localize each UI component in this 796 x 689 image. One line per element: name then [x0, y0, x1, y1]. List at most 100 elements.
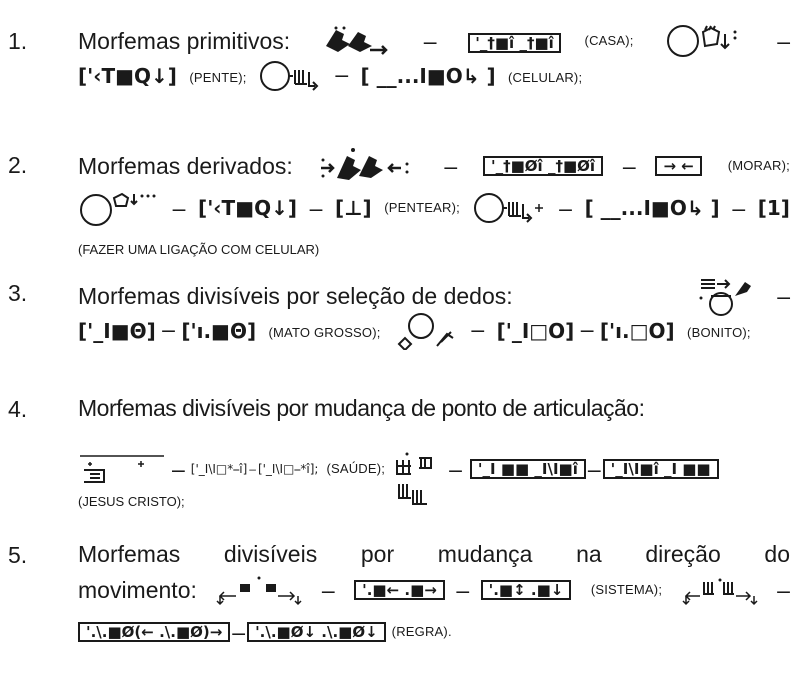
notation-top: '.\.■Ø↓	[255, 623, 317, 641]
gloss-pente: (PENTE);	[189, 70, 247, 85]
item-2-line-3: (FAZER UMA LIGAÇÃO COM CELULAR)	[78, 230, 790, 266]
signwriting-pente-icon	[667, 25, 737, 57]
signwriting-casa-icon	[325, 26, 388, 55]
item-1-line-1: Morfemas primitivos: – '_†■î _†■î (CASA)…	[78, 24, 790, 58]
notation-bottom: .\.■Ø↓	[321, 623, 378, 641]
item-number: 2.	[8, 152, 28, 178]
dash: –	[172, 456, 185, 482]
item-intro: Morfemas divisíveis por mudança de ponto…	[78, 395, 645, 421]
notation-bottom: .\.■Ø)→	[159, 623, 223, 641]
notation-bottom: .■↓	[530, 581, 564, 599]
item-4-line-3: (JESUS CRISTO);	[78, 482, 790, 518]
intro-word: por	[360, 541, 395, 567]
dash: –	[777, 283, 790, 309]
notation-pentear-a: ['‹T■Q↓]	[198, 196, 297, 220]
signwriting-celular-icon	[259, 60, 319, 91]
dash: –	[444, 153, 458, 179]
gloss-regra: (REGRA).	[391, 624, 452, 639]
item-4-line-1: Morfemas divisíveis por mudança de ponto…	[78, 392, 790, 424]
gloss-casa: (CASA);	[584, 33, 634, 48]
notation-regra-b: '.\.■Ø↓ .\.■Ø↓	[247, 622, 386, 642]
notation-bottom: _†■î	[519, 33, 554, 52]
notation-mato-a: ['_I■Θ]	[78, 319, 156, 343]
signwriting-regra-icon	[682, 578, 758, 606]
dash: –	[232, 619, 246, 645]
notation-top: '.■←	[362, 581, 400, 599]
item-1-line-2: ['‹T■Q↓] (PENTE); – [ __...I■O↳ ] (CELUL…	[78, 58, 790, 94]
notation-top: '_†■î	[475, 33, 515, 52]
notation-pente: ['‹T■Q↓]	[78, 63, 177, 88]
item-number: 3.	[8, 280, 28, 306]
notation-jesus-a: '_I ■■ _I\I■î	[469, 459, 586, 479]
gloss-pentear: (PENTEAR);	[384, 200, 460, 215]
dash: –	[162, 316, 175, 343]
item-number: 4.	[8, 396, 28, 422]
signwriting-jesus-icon	[396, 452, 433, 505]
notation-casa: '_†■î _†■î	[468, 25, 561, 57]
notation-top: '_I\I■î	[610, 460, 659, 478]
item-number: 5.	[8, 542, 28, 568]
notation-sistema-a: '.■← .■→	[354, 580, 445, 600]
dash: –	[732, 195, 746, 221]
notation-sistema-b: '.■↕ .■↓	[480, 580, 572, 600]
intro-word: divisíveis	[223, 541, 318, 567]
item-number: 1.	[8, 28, 28, 54]
dash: –	[580, 316, 594, 343]
dash: –	[777, 28, 790, 54]
notation-pentear-b: [⊥]	[335, 196, 372, 220]
item-4-line-2: – ['_I\I□*⎯î] – ['_I\I□⎯*î]; (SAÚDE); – …	[78, 430, 790, 508]
notation-bonito-a: ['_I□O]	[496, 319, 575, 343]
notation-top: '_†■Øî	[491, 157, 543, 175]
item-5-line-2: movimento: – '.■← .■→ – '.■↕ .■↓ (SISTEM…	[78, 574, 790, 606]
notation-ligacao-a: [ __...I■O↳ ]	[584, 196, 720, 220]
dash: –	[777, 577, 790, 603]
gloss-jesus: (JESUS CRISTO);	[78, 494, 185, 509]
dash: –	[335, 61, 349, 87]
notation-saude-a: ['_I\I□*⎯î]	[190, 462, 248, 476]
gloss-ligacao: (FAZER UMA LIGAÇÃO COM CELULAR)	[78, 242, 320, 257]
dash: –	[321, 577, 335, 603]
notation-morar-a: '_†■Øî _†■Øî	[483, 156, 604, 176]
intro-word: mudança	[437, 541, 533, 567]
intro-word: do	[764, 541, 790, 567]
item-5-line-1: Morfemas divisíveis por mudança na direç…	[78, 538, 790, 570]
notation-bottom: _†■Øî	[547, 157, 596, 175]
signwriting-ligacao-icon	[473, 193, 543, 223]
dash: –	[172, 195, 186, 221]
dash: –	[471, 316, 485, 343]
gloss-celular: (CELULAR);	[508, 70, 583, 85]
notation-top: '.\.■Ø(←	[86, 623, 154, 641]
item-intro: Morfemas derivados:	[78, 153, 293, 179]
dash: –	[559, 195, 572, 221]
signwriting-sistema-icon	[216, 576, 302, 606]
gloss-saude: (SAÚDE);	[326, 461, 386, 476]
signwriting-pentear-icon	[80, 192, 156, 226]
signwriting-saude-icon	[80, 455, 164, 483]
intro-word: direção	[645, 541, 721, 567]
dash: –	[309, 195, 323, 221]
signwriting-morar-icon	[320, 148, 409, 180]
intro-word: Morfemas	[78, 541, 181, 567]
notation-top: →	[663, 157, 677, 175]
notation-top: '.■↕	[488, 581, 526, 599]
item-2-line-2: – ['‹T■Q↓] – [⊥] (PENTEAR); – [ __...I■O…	[78, 190, 790, 226]
notation-mato-b: ['ı.■Θ]	[181, 319, 257, 343]
gloss-mato: (MATO GROSSO);	[268, 325, 381, 341]
dash: –	[622, 153, 636, 179]
signwriting-bonito-icon	[397, 313, 454, 350]
gloss-morar: (MORAR);	[727, 158, 790, 173]
notation-celular: [ __...I■O↳ ]	[360, 63, 496, 88]
notation-bottom: ←	[681, 157, 694, 175]
gloss-bonito: (BONITO);	[687, 325, 751, 341]
notation-jesus-b: '_I\I■î _I ■■	[602, 459, 719, 479]
notation-bonito-b: ['ı.□O]	[599, 319, 675, 343]
dash: –	[249, 462, 256, 476]
notation-top: '_I ■■	[477, 460, 530, 478]
dash: –	[423, 28, 437, 54]
notation-bottom: _I\I■î	[534, 460, 578, 478]
notation-bottom: .■→	[404, 581, 437, 599]
notation-morar-b: → ←	[655, 156, 702, 176]
notation-ligacao-b: [1]	[757, 196, 790, 220]
item-3-line-2: ['_I■Θ] – ['ı.■Θ] (MATO GROSSO); – ['_I□…	[78, 312, 790, 350]
